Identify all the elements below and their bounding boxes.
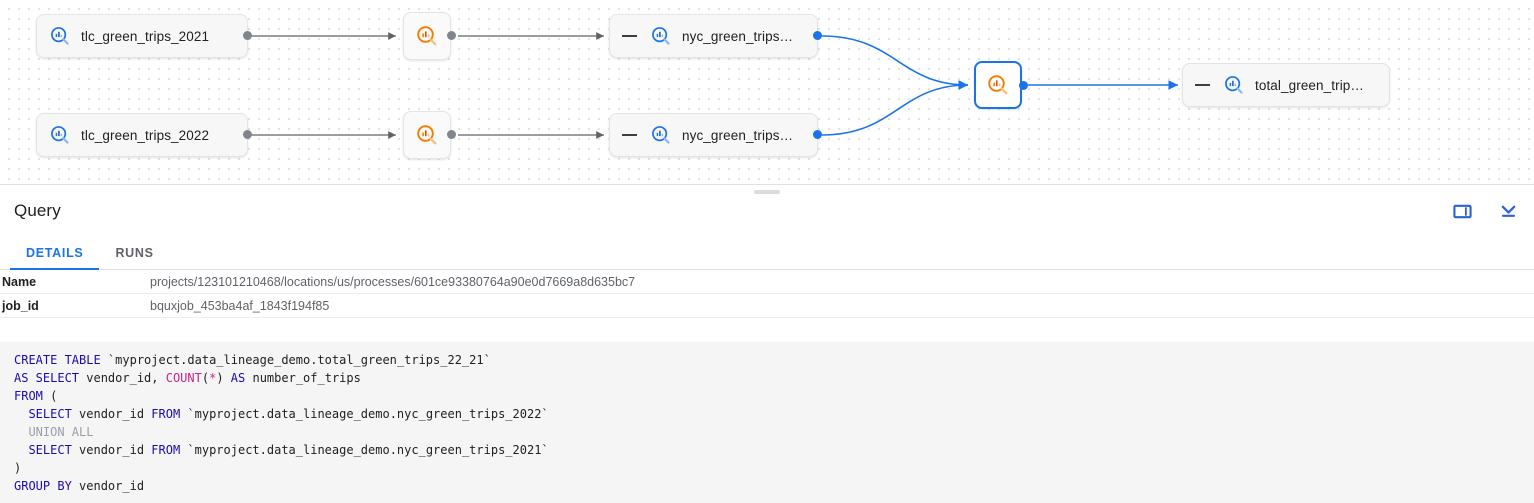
lineage-node-process-2[interactable] <box>403 111 451 159</box>
lineage-process-icon <box>415 123 439 147</box>
lineage-node-label: total_green_trip… <box>1255 77 1365 93</box>
collapse-panel-icon[interactable] <box>1496 199 1520 223</box>
collapse-node-icon[interactable] <box>1195 84 1210 86</box>
node-port-out-tlc2022[interactable] <box>243 130 252 139</box>
bigquery-table-icon <box>650 25 672 47</box>
lineage-node-tlc-green-trips-2022[interactable]: tlc_green_trips_2022 <box>36 113 248 157</box>
lineage-node-nyc-green-trips-2022[interactable]: nyc_green_trips… <box>609 113 818 157</box>
panel-resize-handle[interactable] <box>754 190 780 194</box>
lineage-node-process-1[interactable] <box>403 12 451 60</box>
detail-value: bquxjob_453ba4af_1843f194f85 <box>150 298 330 313</box>
lineage-node-label: tlc_green_trips_2022 <box>81 127 210 143</box>
lineage-node-process-selected[interactable] <box>974 61 1022 109</box>
lineage-node-label: nyc_green_trips… <box>682 28 794 44</box>
edge-nyc2022-proc3 <box>821 80 969 136</box>
collapse-node-icon[interactable] <box>622 134 637 136</box>
tab-runs[interactable]: RUNS <box>115 245 154 260</box>
detail-key: Name <box>2 274 37 289</box>
lineage-edge-layer <box>251 32 1178 139</box>
lineage-node-label: nyc_green_trips… <box>682 127 794 143</box>
detail-value: projects/123101210468/locations/us/proce… <box>150 274 636 289</box>
query-details-panel: Query DETAILS RUNS Name projects/1231012… <box>0 184 1534 503</box>
detail-row-name: Name projects/123101210468/locations/us/… <box>0 270 1534 294</box>
node-port-out-process-2[interactable] <box>447 130 456 139</box>
bigquery-table-icon <box>650 124 672 146</box>
lineage-node-label: tlc_green_trips_2021 <box>81 28 210 44</box>
node-port-out-process-selected[interactable] <box>1019 81 1028 90</box>
collapse-node-icon[interactable] <box>622 35 637 37</box>
panel-tabs: DETAILS RUNS <box>0 237 1534 270</box>
node-port-out-nyc2022[interactable] <box>813 130 822 139</box>
lineage-process-icon <box>986 73 1010 97</box>
bigquery-table-icon <box>49 124 71 146</box>
details-table: Name projects/123101210468/locations/us/… <box>0 270 1534 318</box>
sql-code-block[interactable]: CREATE TABLE `myproject.data_lineage_dem… <box>0 342 1534 503</box>
panel-header: Query <box>0 185 1534 237</box>
lineage-process-icon <box>415 24 439 48</box>
lineage-canvas[interactable]: tlc_green_trips_2021 tlc_green_trips_202… <box>0 0 1534 184</box>
node-port-out-nyc2021[interactable] <box>813 31 822 40</box>
panel-title: Query <box>14 201 61 220</box>
detail-key: job_id <box>2 298 39 313</box>
detail-row-job-id: job_id bquxjob_453ba4af_1843f194f85 <box>0 294 1534 318</box>
panel-header-actions <box>1450 199 1520 223</box>
bigquery-table-icon <box>49 25 71 47</box>
lineage-node-tlc-green-trips-2021[interactable]: tlc_green_trips_2021 <box>36 14 248 58</box>
sql-code-text: CREATE TABLE `myproject.data_lineage_dem… <box>14 353 549 493</box>
lineage-node-total-green-trips[interactable]: total_green_trip… <box>1182 63 1390 107</box>
node-port-out-process-1[interactable] <box>447 31 456 40</box>
lineage-node-nyc-green-trips-2021[interactable]: nyc_green_trips… <box>609 14 818 58</box>
tab-details[interactable]: DETAILS <box>10 237 100 270</box>
split-panel-icon[interactable] <box>1450 199 1474 223</box>
node-port-out-tlc2021[interactable] <box>243 31 252 40</box>
edge-nyc2021-proc3 <box>821 35 969 90</box>
bigquery-table-icon <box>1223 74 1245 96</box>
